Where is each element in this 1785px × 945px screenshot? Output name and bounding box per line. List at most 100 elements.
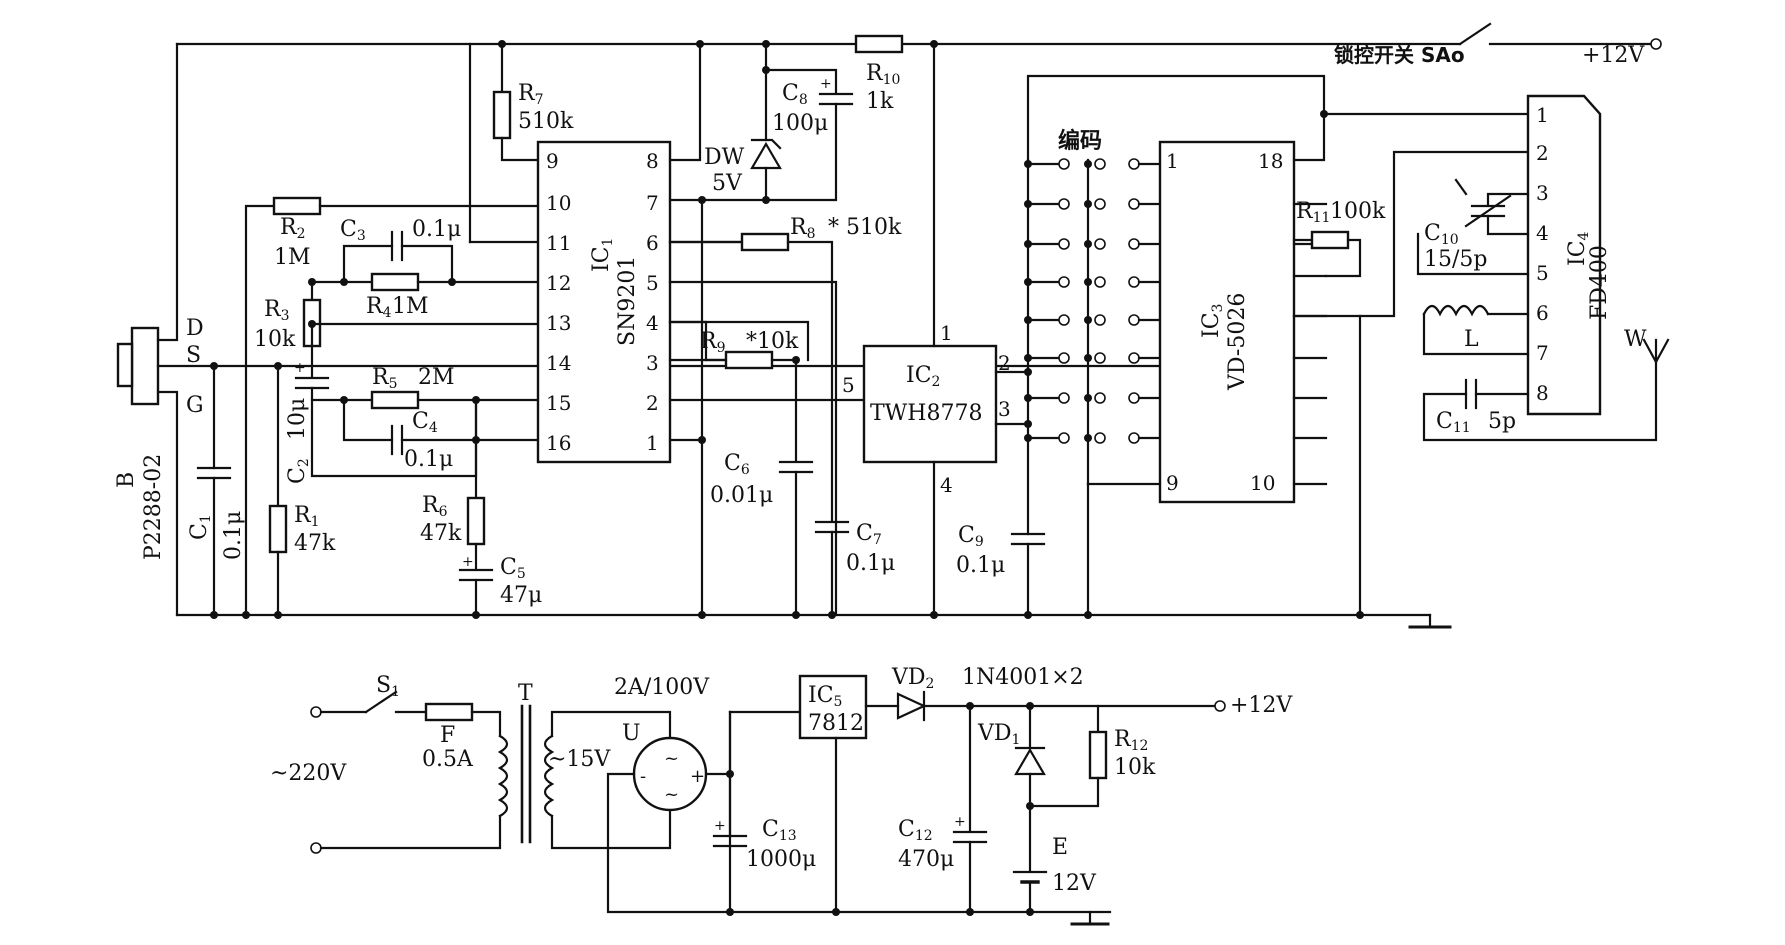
junction-dot [698, 436, 706, 444]
encode-pad[interactable] [1094, 392, 1106, 404]
encode-pad[interactable] [1094, 238, 1106, 250]
junction-dot [242, 611, 250, 619]
encode-pad[interactable] [1128, 158, 1140, 170]
junction-dot [762, 196, 770, 204]
junction-dot [1026, 908, 1034, 916]
svg-text:C5: C5 [500, 555, 526, 582]
svg-text:10k: 10k [1114, 755, 1156, 780]
svg-text:R10: R10 [866, 61, 900, 88]
encode-row[interactable] [1024, 198, 1162, 210]
encode-row[interactable] [1024, 158, 1162, 170]
capacitor-c1: C1 0.1μ [187, 364, 246, 617]
junction-dot [832, 908, 840, 916]
encode-pad[interactable] [1058, 238, 1070, 250]
svg-text:R12: R12 [1114, 727, 1148, 754]
svg-text:9: 9 [1166, 471, 1179, 495]
encode-pad[interactable] [1128, 392, 1140, 404]
encode-row[interactable] [1024, 238, 1162, 250]
svg-text:R2: R2 [280, 215, 306, 242]
transformer-label: T [518, 681, 533, 706]
junction-dot [210, 611, 218, 619]
encode-pad[interactable] [1128, 276, 1140, 288]
encode-pad[interactable] [1094, 314, 1106, 326]
capacitor-c3: C3 0.1μ [340, 217, 461, 284]
junction-dot [1356, 611, 1364, 619]
svg-text:C6: C6 [724, 451, 750, 478]
svg-text:IC5: IC5 [808, 683, 842, 710]
svg-text:5p: 5p [1488, 409, 1516, 434]
encode-pad[interactable] [1094, 158, 1106, 170]
svg-text:15/5p: 15/5p [1424, 247, 1488, 272]
svg-text:C1: C1 [187, 514, 214, 540]
encode-pad[interactable] [1058, 392, 1070, 404]
svg-text:DW: DW [704, 145, 745, 170]
svg-text:C12: C12 [898, 817, 933, 844]
encode-pad[interactable] [1058, 158, 1070, 170]
encode-pad[interactable] [1058, 276, 1070, 288]
encode-row[interactable] [1024, 392, 1162, 404]
power-supply: ~ ~ - + ~220V S1 F 0.5A T ~15V U 2A/100V… [270, 665, 1293, 926]
svg-text:7: 7 [646, 191, 659, 215]
svg-text:0.1μ: 0.1μ [404, 447, 453, 472]
encode-pad[interactable] [1094, 352, 1106, 364]
svg-text:C4: C4 [412, 409, 438, 436]
encode-pad[interactable] [1128, 432, 1140, 444]
svg-text:+: + [820, 76, 832, 92]
svg-text:C13: C13 [762, 817, 797, 844]
encode-pad[interactable] [1128, 238, 1140, 250]
svg-text:5: 5 [1536, 261, 1549, 285]
svg-text:10k: 10k [254, 327, 296, 352]
junction-dot [828, 611, 836, 619]
svg-text:6: 6 [1536, 301, 1549, 325]
resistor-r1: R1 47k [268, 364, 336, 617]
encode-pad[interactable] [1128, 198, 1140, 210]
ic2-ref: IC2 [906, 363, 940, 390]
svg-text:1M: 1M [392, 294, 429, 319]
svg-text:1: 1 [1536, 103, 1549, 127]
svg-text:R3: R3 [264, 297, 290, 324]
junction-dots [210, 40, 1364, 916]
svg-text:*10k: *10k [746, 329, 799, 354]
svg-text:C3: C3 [340, 217, 366, 244]
capacitor-c5: + C5 47μ [458, 554, 542, 617]
encode-pad[interactable] [1094, 198, 1106, 210]
encode-pad[interactable] [1128, 352, 1140, 364]
ic4-ref: IC4 [1565, 231, 1592, 266]
encode-pad[interactable] [1058, 352, 1070, 364]
svg-text:16: 16 [546, 431, 571, 455]
ic3-to-ic4-data [1292, 150, 1530, 617]
encode-row[interactable] [1024, 352, 1162, 364]
svg-text:10: 10 [1250, 471, 1275, 495]
junction-dot [1024, 420, 1032, 428]
encode-pad[interactable] [1058, 198, 1070, 210]
junction-dot [930, 40, 938, 48]
svg-text:C7: C7 [856, 521, 882, 548]
vd-part: 1N4001×2 [962, 665, 1084, 690]
encode-pad[interactable] [1058, 432, 1070, 444]
resistor-r7: R7 510k [468, 42, 574, 244]
encode-pad[interactable] [1128, 314, 1140, 326]
svg-text:9: 9 [546, 149, 559, 173]
encode-pad[interactable] [1058, 314, 1070, 326]
sensor-part: P2288-02 [141, 454, 166, 560]
resistor-r10: R10 1k [854, 34, 904, 114]
encode-pad[interactable] [1094, 276, 1106, 288]
junction-dot [472, 611, 480, 619]
ic3-vd5026: 1 18 9 10 IC3 VD-5026 [1026, 74, 1530, 617]
svg-text:4: 4 [940, 473, 953, 497]
svg-text:+: + [462, 554, 474, 570]
encode-row[interactable] [1024, 432, 1162, 444]
svg-text:470μ: 470μ [898, 847, 954, 872]
svg-text:R6: R6 [422, 493, 448, 520]
encode-pad[interactable] [1094, 432, 1106, 444]
svg-text:3: 3 [646, 351, 659, 375]
switch-label: S [376, 673, 391, 698]
encode-row[interactable] [1024, 314, 1162, 326]
svg-text:2: 2 [998, 351, 1011, 375]
svg-text:C11: C11 [1436, 409, 1471, 436]
encode-row[interactable] [1024, 276, 1162, 288]
capacitor-c7: C7 0.1μ [814, 520, 895, 617]
svg-text:0.1μ: 0.1μ [956, 553, 1005, 578]
svg-text:C2: C2 [285, 458, 312, 484]
capacitor-c9: C9 0.1μ [956, 158, 1046, 617]
